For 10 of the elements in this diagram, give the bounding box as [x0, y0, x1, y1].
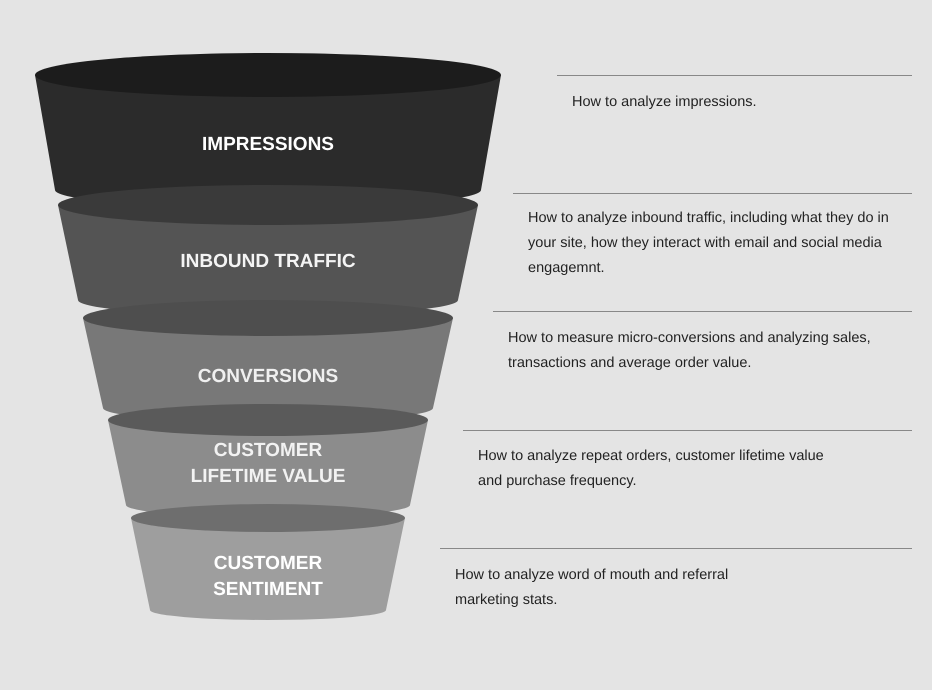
segment-label: CUSTOMER SENTIMENT	[212, 552, 324, 602]
description-text: How to analyze impressions.	[572, 93, 758, 112]
description-text: How to measure micro-conversions and analyzing sales, transactions and average order value.	[508, 329, 872, 373]
description-text: How to analyze inbound traffic, including what they do in your site, how they interact with email and social media engagemnt.	[528, 209, 890, 278]
segment-label: INBOUND TRAFFIC	[179, 250, 357, 274]
description-text: How to analyze repeat orders, customer lifetime value and purchase frequency.	[478, 447, 825, 491]
segment-label: IMPRESSIONS	[201, 133, 335, 157]
description-text: How to analyze word of mouth and referral marketing stats.	[455, 566, 730, 610]
segment-label: CONVERSIONS	[196, 365, 340, 389]
segment-label: CUSTOMER LIFETIME VALUE	[190, 439, 346, 489]
